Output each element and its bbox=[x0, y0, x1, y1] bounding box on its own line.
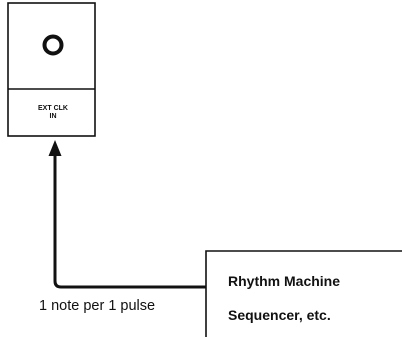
source-line-2: Sequencer, etc. bbox=[228, 307, 331, 323]
jack-socket-icon[interactable] bbox=[42, 34, 64, 56]
jack-label-line2: IN bbox=[50, 113, 57, 120]
signal-path bbox=[53, 152, 206, 289]
jack-panel-outline bbox=[7, 2, 96, 137]
arrowhead-up-icon bbox=[48, 140, 62, 156]
pulse-label: 1 note per 1 pulse bbox=[39, 298, 155, 314]
jack-label-line1: EXT CLK bbox=[38, 105, 68, 112]
source-box-outline bbox=[205, 250, 402, 337]
source-device-box: Rhythm Machine Sequencer, etc. bbox=[205, 250, 402, 337]
pulse-label-backdrop bbox=[38, 293, 206, 317]
signal-line bbox=[48, 140, 206, 289]
ext-clk-in-panel: EXT CLK IN bbox=[7, 2, 96, 137]
source-line-1: Rhythm Machine bbox=[228, 273, 340, 289]
